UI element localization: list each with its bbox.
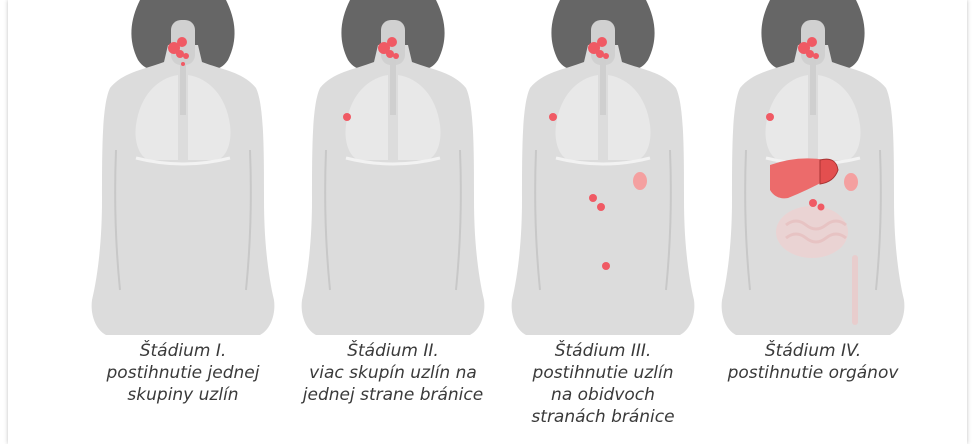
abdominal-node xyxy=(809,199,817,207)
stage-line: postihnutie orgánov xyxy=(708,362,918,384)
caption-stage-3: Štádium III. postihnutie uzlín na obidvo… xyxy=(498,340,708,428)
stage-line: skupiny uzlín xyxy=(78,384,288,406)
axillary-node xyxy=(343,113,351,121)
axillary-node xyxy=(549,113,557,121)
stage-title: Štádium IV. xyxy=(708,340,918,362)
stage-line: viac skupín uzlín na xyxy=(288,362,498,384)
figure-stage-1 xyxy=(78,0,288,335)
stage-line: jednej strane bránice xyxy=(288,384,498,406)
stage-title: Štádium III. xyxy=(498,340,708,362)
stage-line: stranách bránice xyxy=(498,406,708,428)
caption-stage-2: Štádium II. viac skupín uzlín na jednej … xyxy=(288,340,498,406)
axillary-node xyxy=(766,113,774,121)
stage-title: Štádium II. xyxy=(288,340,498,362)
body-silhouette xyxy=(708,0,918,335)
caption-stage-4: Štádium IV. postihnutie orgánov xyxy=(708,340,918,384)
stage-line: na obidvoch xyxy=(498,384,708,406)
stage-title: Štádium I. xyxy=(78,340,288,362)
diagram-frame: Štádium I. postihnutie jednej skupiny uz… xyxy=(8,0,967,444)
body-silhouette xyxy=(288,0,498,335)
caption-stage-1: Štádium I. postihnutie jednej skupiny uz… xyxy=(78,340,288,406)
abdominal-node xyxy=(597,203,605,211)
figure-stage-4 xyxy=(708,0,918,335)
body-silhouette xyxy=(498,0,708,335)
spleen-icon xyxy=(633,172,647,190)
stage-line: postihnutie jednej xyxy=(78,362,288,384)
spleen-icon xyxy=(844,173,858,191)
figure-stage-3 xyxy=(498,0,708,335)
inguinal-node xyxy=(602,262,610,270)
figure-stage-2 xyxy=(288,0,498,335)
stage-line: postihnutie uzlín xyxy=(498,362,708,384)
body-silhouette xyxy=(78,0,288,335)
abdominal-node xyxy=(818,204,825,211)
abdominal-node xyxy=(589,194,597,202)
